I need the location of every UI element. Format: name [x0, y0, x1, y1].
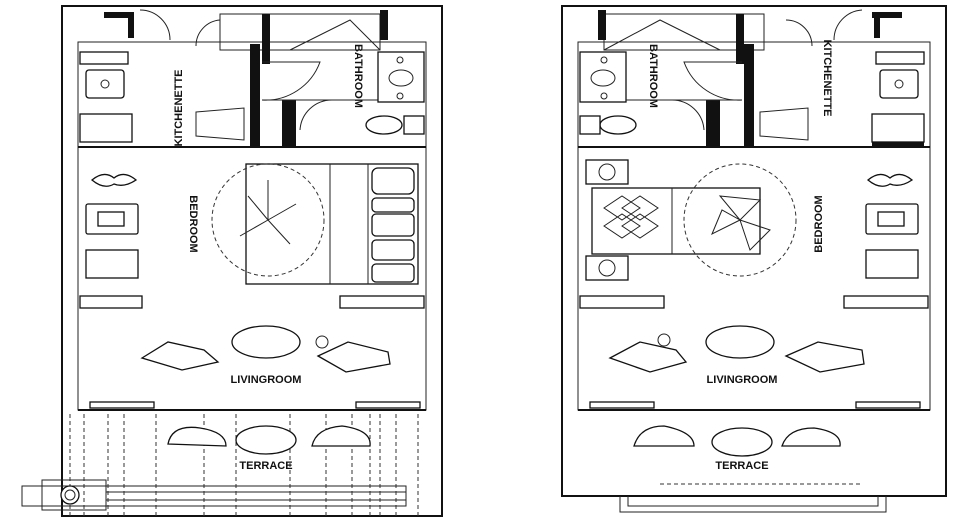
bedroom-label-left: BEDROOM — [187, 195, 199, 252]
bathroom-label-right: BATHROOM — [647, 44, 659, 108]
outer-wall — [561, 5, 947, 497]
bedroom-label-right: BEDROOM — [813, 195, 825, 252]
outer-wall — [61, 5, 443, 517]
terrace-label-left: TERRACE — [239, 460, 292, 472]
kitchenette-label-right: KITCHENETTE — [821, 40, 833, 117]
bathroom-label-left: BATHROOM — [352, 44, 364, 108]
terrace-label-right: TERRACE — [715, 460, 768, 472]
kitchenette-label-left: KITCHENETTE — [173, 70, 185, 147]
floorplan-left: KITCHENETTE BATHROOM BEDROOM — [21, 5, 443, 517]
livingroom-label-left: LIVINGROOM — [231, 374, 302, 386]
floorplan-right: BATHROOM KITCHENETTE BEDROOM LIVINGROOM — [561, 5, 947, 513]
livingroom-label-right: LIVINGROOM — [707, 374, 778, 386]
